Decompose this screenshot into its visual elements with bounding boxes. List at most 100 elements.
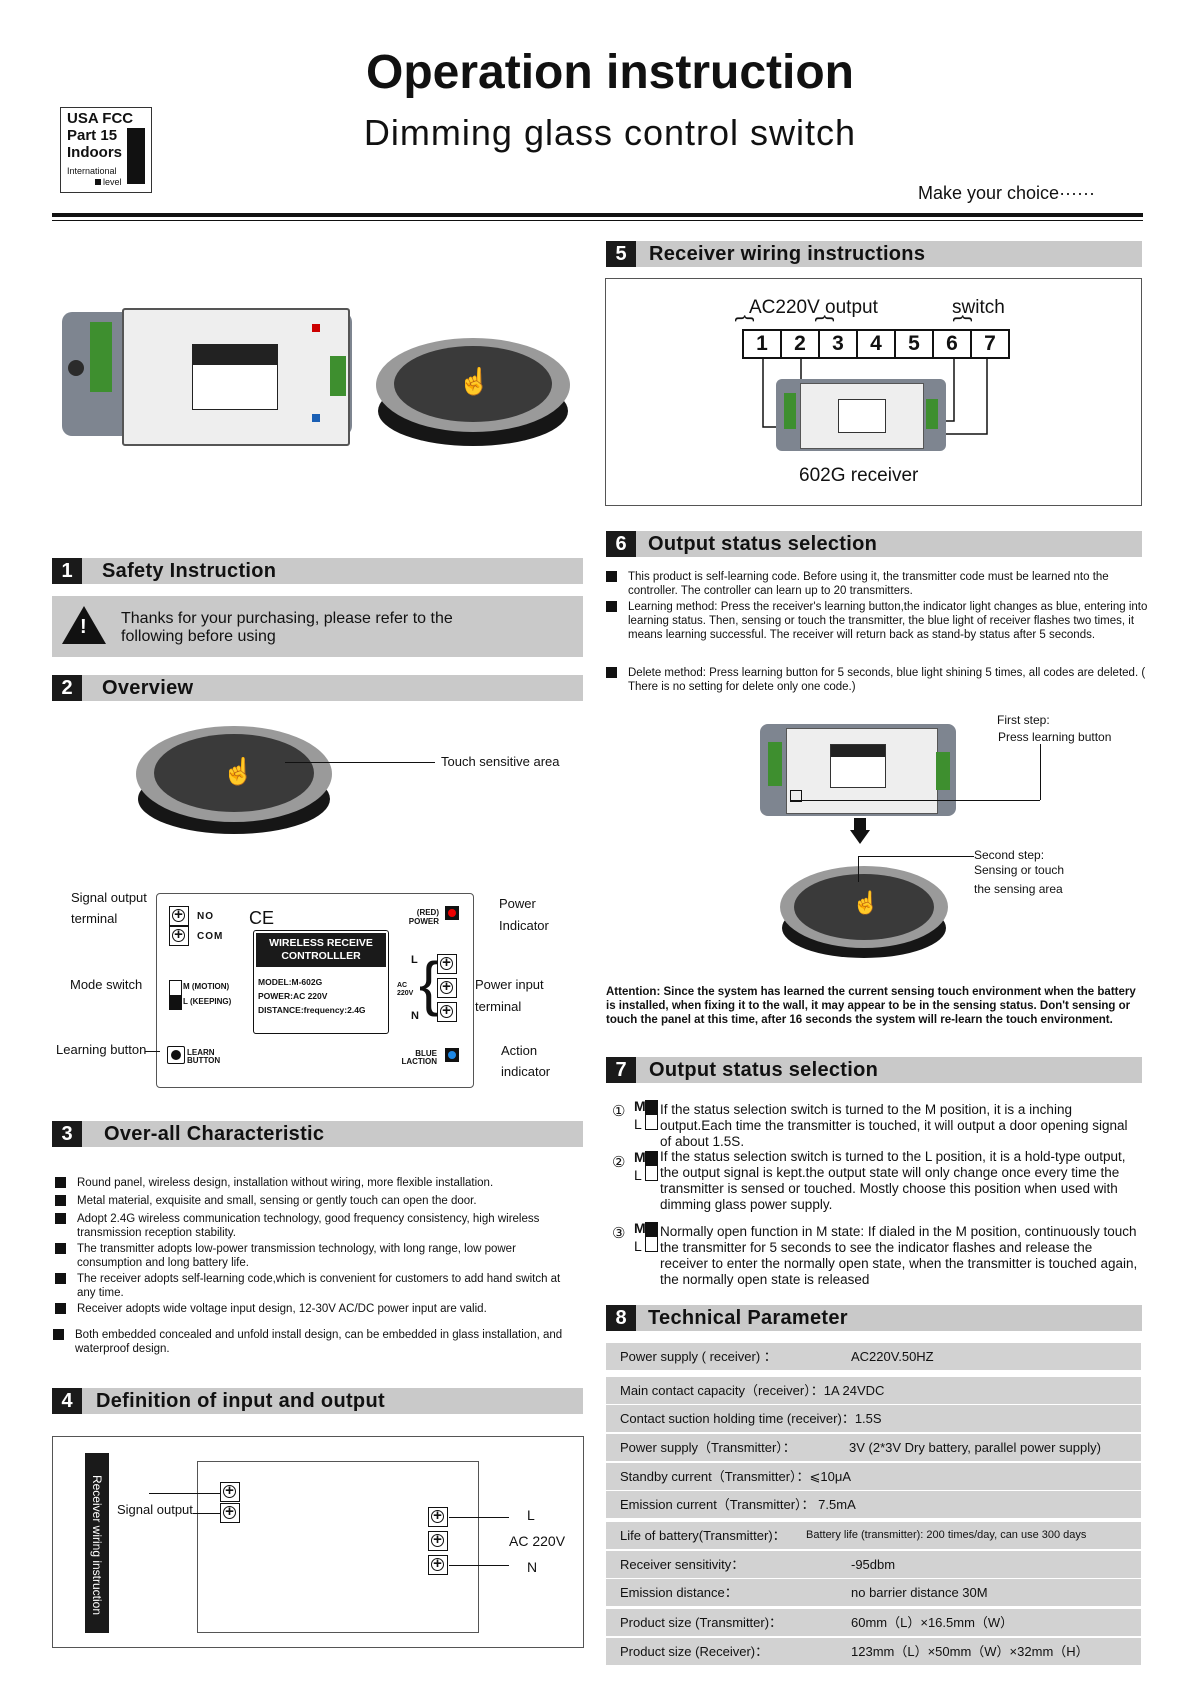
power-input-terminal-label: terminal: [475, 999, 522, 1014]
io-ac-label: AC 220V: [509, 1533, 566, 1549]
terminal-ac-screw: [437, 977, 457, 998]
ac220v-label: AC 220V: [397, 982, 414, 997]
power-label: Power: [499, 896, 536, 911]
ac-brace: {: [419, 950, 440, 1017]
param-value: no barrier distance 30M: [851, 1585, 988, 1600]
terminal-1: 1: [744, 331, 782, 357]
section-7-header: 7 Output status selection: [606, 1057, 1142, 1083]
section-8-number: 8: [606, 1305, 636, 1331]
attention-note: Attention: Since the system has learned …: [606, 986, 1136, 1026]
io-inner-frame: [197, 1461, 479, 1633]
power-indicator-label: Indicator: [499, 918, 549, 933]
param-value: 60mm（L）×16.5mm（W）: [851, 1615, 1014, 1630]
param-value: 123mm（L）×50mm（W）×32mm（H）: [851, 1644, 1089, 1659]
receiver-wiring-vertical-text: Receiver wiring instruction: [90, 1474, 104, 1616]
section-8-title: Technical Parameter: [648, 1307, 848, 1329]
badge-line2: Part 15: [67, 127, 118, 144]
header-rule-thin: [52, 220, 1143, 221]
param-key: Product size (Receiver)：: [620, 1644, 769, 1659]
badge-line4: International: [67, 166, 117, 176]
param-key: Emission current（Transmitter）： 7.5mA: [620, 1497, 856, 1512]
section-1-number: 1: [52, 558, 82, 584]
param-row: Power supply ( receiver) ：AC220V.50HZ: [606, 1343, 1141, 1370]
mode-item-2-switch: [645, 1151, 658, 1181]
receiver-diagram: NO COM CE (RED) POWER WIRELESS RECEIVE C…: [156, 893, 474, 1088]
param-value: AC220V.50HZ: [851, 1349, 934, 1364]
param-row: Main contact capacity（receiver）：1A 24VDC: [606, 1377, 1141, 1404]
section-8-header: 8 Technical Parameter: [606, 1305, 1142, 1331]
action-label: Action: [501, 1043, 538, 1058]
switch-label: switch: [952, 297, 1005, 318]
keeping-label: L (KEEPING): [183, 997, 232, 1006]
action-indicator-label: indicator: [501, 1064, 551, 1079]
mode-switch-label: Mode switch: [70, 977, 143, 992]
section-5-number: 5: [606, 241, 636, 267]
section-2-title: Overview: [102, 677, 194, 699]
param-row: Life of battery(Transmitter)：Battery lif…: [606, 1522, 1141, 1549]
mode-item-2: ② M L If the status selection switch is …: [612, 1149, 1142, 1212]
section-5-header: 5 Receiver wiring instructions: [606, 241, 1142, 267]
learning-touch-panel-photo: ☝: [780, 858, 948, 974]
learning-note: Learning method: Press the receiver's le…: [606, 600, 1164, 642]
characteristic-item: The transmitter adopts low-power transmi…: [55, 1242, 577, 1270]
badge-square: [95, 179, 101, 185]
second-step-leader-h: [858, 856, 974, 857]
param-row: Emission current（Transmitter）： 7.5mA: [606, 1491, 1141, 1518]
param-key: Power supply（Transmitter）：: [620, 1440, 796, 1455]
badge-line3: Indoors: [67, 144, 122, 161]
page-subtitle: Dimming glass control switch: [363, 112, 857, 153]
n-label: N: [411, 1010, 419, 1022]
model-text: MODEL:M-602G: [258, 977, 323, 987]
param-value: Battery life (transmitter): 200 times/da…: [806, 1529, 1087, 1541]
second-step-desc-2: the sensing area: [974, 882, 1063, 896]
signal-output-terminal-label: terminal: [71, 911, 118, 926]
mode-item-1-l: L: [634, 1116, 642, 1132]
602g-receiver-photo: [776, 379, 946, 451]
com-label: COM: [197, 931, 224, 942]
page-title: Operation instruction: [365, 46, 854, 99]
power-screw-ac: [428, 1530, 448, 1551]
learn-button[interactable]: [167, 1046, 185, 1064]
terminal-7: 7: [984, 332, 996, 355]
signal-output-screw-1: [220, 1481, 240, 1502]
touch-area-label: Touch sensitive area: [441, 754, 560, 769]
red-power-label: (RED) POWER: [408, 908, 439, 926]
mode-item-3-text: Normally open function in M state: If di…: [660, 1224, 1138, 1287]
mode-item-2-l: L: [634, 1167, 642, 1183]
characteristic-item: Round panel, wireless design, installati…: [55, 1176, 605, 1190]
mode-switch[interactable]: [169, 980, 182, 1010]
param-key: Product size (Transmitter)：: [620, 1615, 783, 1630]
mode-item-1: ① M L If the status selection switch is …: [612, 1098, 1142, 1150]
mode-item-3: ③ M L Normally open function in M state:…: [612, 1220, 1142, 1287]
touch-panel-photo-top: ☝: [376, 326, 570, 466]
mode-item-1-switch: [645, 1100, 658, 1130]
param-row: Contact suction holding time (receiver)：…: [606, 1405, 1141, 1432]
param-row: Power supply（Transmitter）： 3V (2*3V Dry b…: [606, 1434, 1141, 1461]
param-row: Standby current（Transmitter）：⩽10μA: [606, 1463, 1141, 1490]
first-step-leader-v: [1040, 744, 1041, 800]
section-7-number: 7: [606, 1057, 636, 1083]
section-2-header: 2 Overview: [52, 675, 583, 701]
characteristic-item: Metal material, exquisite and small, sen…: [55, 1194, 605, 1208]
label-plate-title: WIRELESS RECEIVE CONTROLLLER: [269, 937, 373, 962]
section-3-number: 3: [52, 1121, 82, 1147]
mode-item-2-mark: ②: [612, 1154, 626, 1171]
down-arrow-icon: [854, 818, 866, 830]
badge-line1: USA FCC: [67, 110, 134, 127]
io-l-label: L: [527, 1507, 535, 1523]
terminal-strip: 1 2 3 4 5 6 7: [742, 329, 1010, 359]
mode-item-1-mark: ①: [612, 1103, 626, 1120]
param-value: 3V (2*3V Dry battery, parallel power sup…: [849, 1440, 1101, 1455]
l-label: L: [411, 954, 418, 966]
safety-warning-box: ! Thanks for your purchasing, please ref…: [52, 596, 583, 657]
mode-item-1-text: If the status selection switch is turned…: [660, 1102, 1128, 1149]
first-step-desc: Press learning button: [998, 730, 1112, 744]
power-input-label: Power input: [475, 977, 544, 992]
learning-button-label: Learning button: [56, 1042, 147, 1057]
mode-item-2-m: M: [634, 1149, 646, 1165]
second-step-leader-v: [858, 856, 859, 882]
section-6-title: Output status selection: [648, 533, 878, 555]
mode-item-3-l: L: [634, 1238, 642, 1254]
tagline: Make your choice······: [918, 183, 1096, 203]
characteristic-item: Both embedded concealed and unfold insta…: [53, 1328, 605, 1356]
